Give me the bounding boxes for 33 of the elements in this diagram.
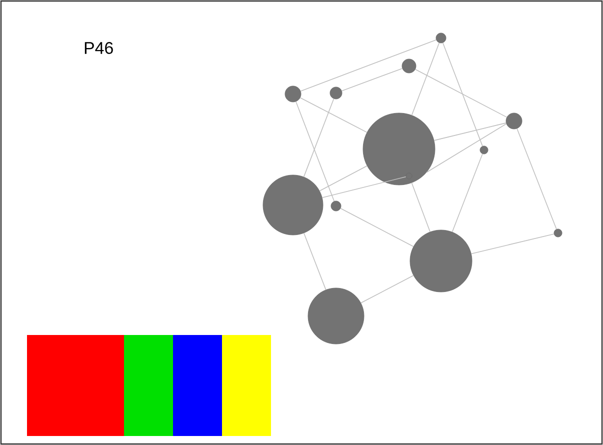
connector-line [426,123,507,173]
network-node [436,32,446,44]
network-node [554,228,562,238]
network-node [330,200,342,212]
network-node [480,146,488,154]
network-node [506,112,522,130]
network-node [284,86,302,102]
connector-line [304,232,326,290]
connector-line [319,166,368,192]
connector-line [414,68,508,118]
network-node [402,58,416,74]
connector-line [470,234,554,254]
connector-line [300,39,437,92]
connector-line [360,275,414,304]
network-node [330,86,342,100]
network-node [308,288,364,344]
network-node [262,174,324,236]
connector-line [322,176,406,198]
connector-line [340,208,414,247]
connector-line [303,98,334,178]
network-node [406,172,412,180]
network-node [410,230,472,292]
connector-line [434,122,506,141]
connector-line [341,68,403,92]
connector-line [516,128,557,230]
connector-line [452,154,483,232]
connector-line [442,42,483,146]
connector-line [411,42,440,116]
network-node [362,112,436,186]
connector-line [300,97,368,133]
connector-line [411,182,430,232]
panel-label: P46 [84,42,113,54]
connector-line [296,101,335,202]
